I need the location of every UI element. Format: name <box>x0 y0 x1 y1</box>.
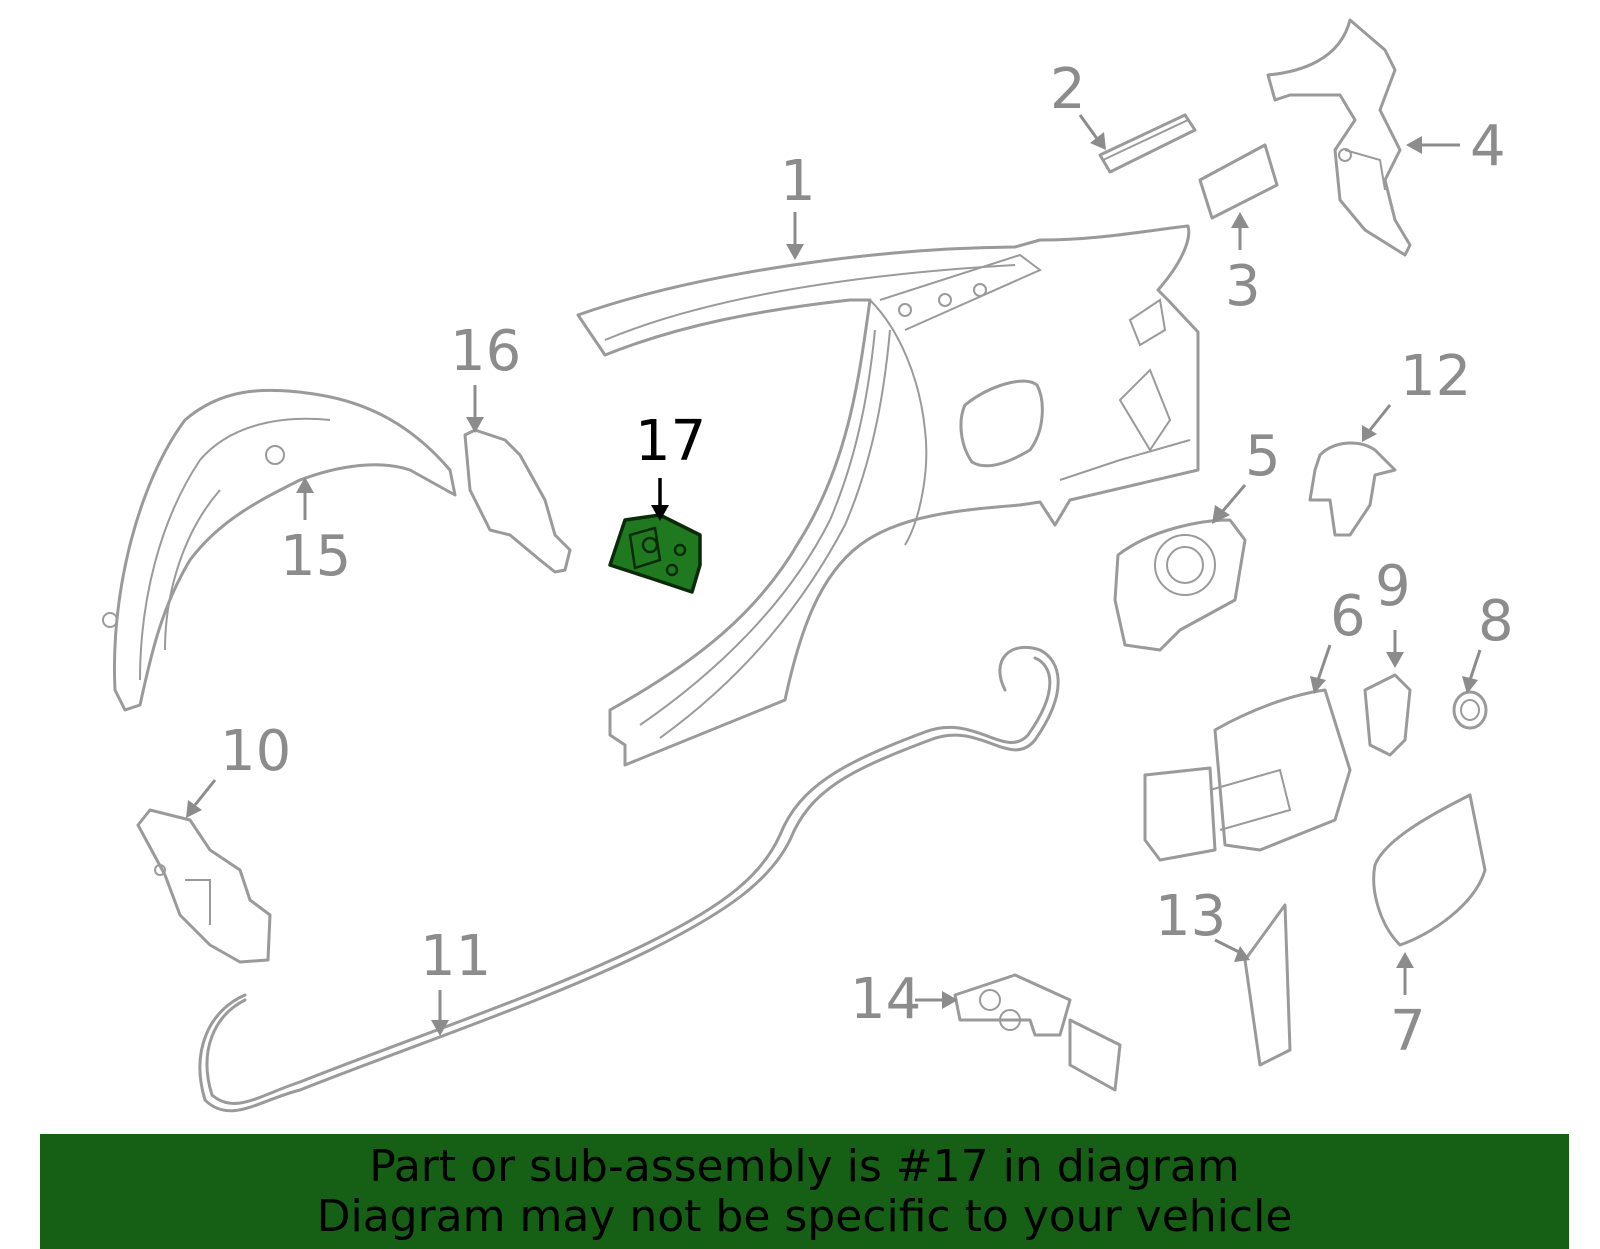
svg-text:2: 2 <box>1050 57 1086 122</box>
callout-1: 1 <box>780 149 816 260</box>
callout-9: 9 <box>1375 554 1411 668</box>
part-14-pad[interactable] <box>953 973 1122 1092</box>
callout-4: 4 <box>1406 114 1506 179</box>
callout-16: 16 <box>450 319 521 433</box>
svg-text:15: 15 <box>280 524 351 589</box>
svg-text:13: 13 <box>1155 884 1226 949</box>
callout-15: 15 <box>280 477 351 589</box>
part-9-actuator[interactable] <box>1363 673 1412 757</box>
callout-11: 11 <box>420 924 491 1036</box>
part-11-cable[interactable] <box>198 645 1060 1113</box>
svg-text:3: 3 <box>1225 254 1261 319</box>
svg-text:16: 16 <box>450 319 521 384</box>
part-12-clip[interactable] <box>1308 441 1397 537</box>
part-4-bracket[interactable] <box>1266 18 1412 257</box>
banner-line-2: Diagram may not be specific to your vehi… <box>316 1191 1293 1242</box>
svg-text:5: 5 <box>1245 424 1281 489</box>
part-5-fuel-door-housing[interactable] <box>1113 518 1247 652</box>
svg-text:6: 6 <box>1330 584 1366 649</box>
svg-text:1: 1 <box>780 149 816 214</box>
callout-17: 17 <box>635 409 706 521</box>
part-13-trim[interactable] <box>1243 903 1292 1067</box>
callout-7: 7 <box>1390 952 1426 1064</box>
callout-12: 12 <box>1362 344 1471 442</box>
part-10-bracket[interactable] <box>136 808 272 964</box>
callout-2: 2 <box>1050 57 1106 150</box>
svg-text:10: 10 <box>220 719 291 784</box>
callout-3: 3 <box>1225 212 1261 319</box>
callout-8: 8 <box>1462 589 1514 694</box>
svg-text:9: 9 <box>1375 554 1411 619</box>
callout-13: 13 <box>1155 884 1250 962</box>
part-3-seal[interactable] <box>1198 143 1279 220</box>
svg-text:14: 14 <box>850 967 921 1032</box>
part-7-fuel-door[interactable] <box>1372 793 1487 947</box>
banner-line-1: Part or sub-assembly is #17 in diagram <box>369 1141 1240 1192</box>
callout-14: 14 <box>850 967 958 1032</box>
svg-text:8: 8 <box>1478 589 1514 654</box>
part-1-quarter-panel[interactable] <box>576 224 1200 767</box>
callout-10: 10 <box>186 719 291 818</box>
part-16-shield[interactable] <box>463 428 572 574</box>
svg-text:11: 11 <box>420 924 491 989</box>
callout-6: 6 <box>1310 584 1366 694</box>
callout-5: 5 <box>1212 424 1281 524</box>
svg-text:12: 12 <box>1400 344 1471 409</box>
part-17-highlighted[interactable] <box>608 513 702 594</box>
svg-text:17: 17 <box>635 409 706 474</box>
part-15-wheel-liner[interactable] <box>102 388 457 712</box>
svg-text:7: 7 <box>1390 999 1426 1064</box>
svg-text:4: 4 <box>1470 114 1506 179</box>
info-banner: Part or sub-assembly is #17 in diagram D… <box>40 1134 1569 1249</box>
part-6-filler-door-assembly[interactable] <box>1143 688 1352 862</box>
part-2-weatherstrip[interactable] <box>1098 113 1197 174</box>
part-8-grommet[interactable] <box>1452 690 1488 730</box>
